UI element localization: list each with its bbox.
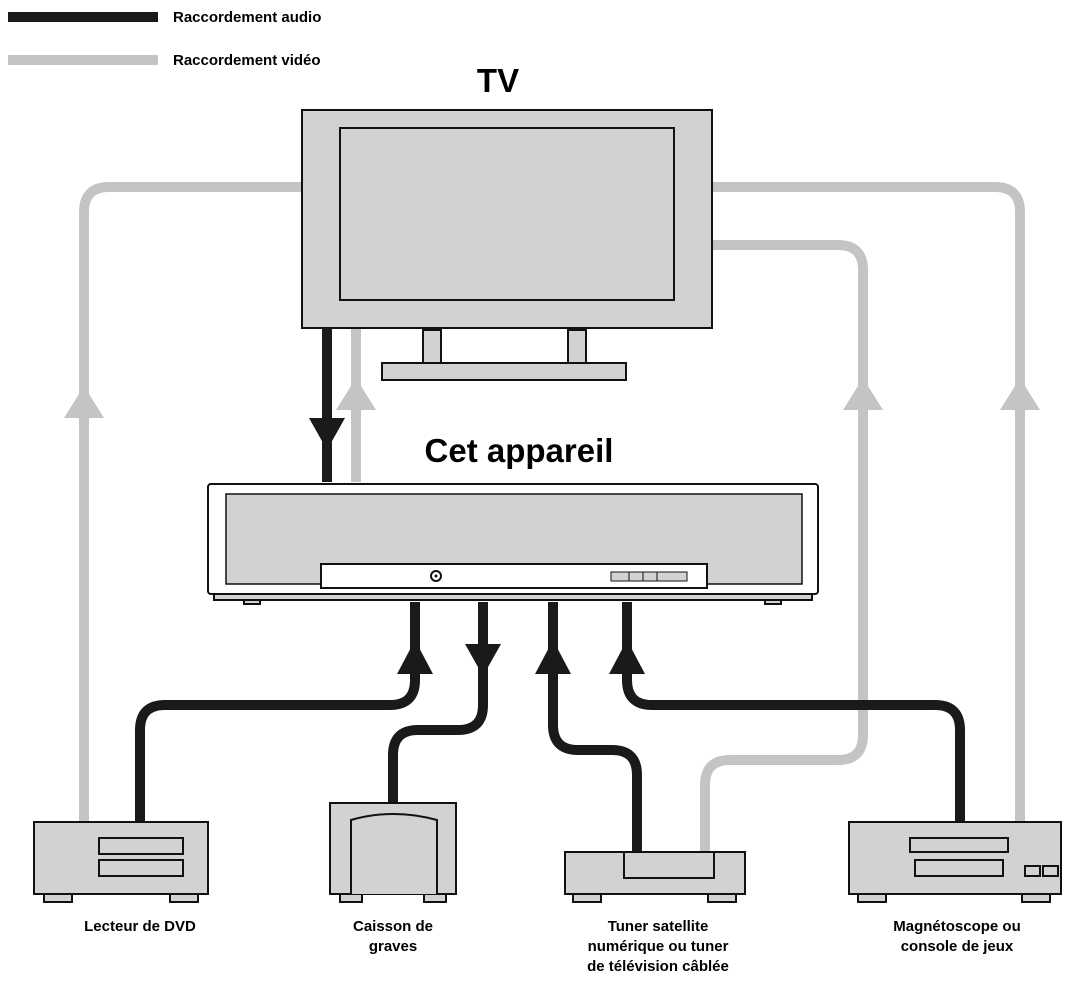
audio-cable-vcr [622, 602, 965, 822]
tuner-label-line3: de télévision câblée [587, 958, 729, 975]
tv-stand-base [381, 362, 627, 381]
receiver-button-4 [656, 571, 688, 582]
vcr-label-line1: Magnétoscope ou [893, 918, 1021, 935]
vcr-tape-slot [909, 837, 1009, 853]
tv: TV [301, 62, 713, 381]
audio-arrow-tuner [535, 640, 571, 674]
dvd-tray-bottom [98, 859, 184, 877]
audio-cables [135, 328, 965, 853]
vcr: Magnétoscope ou console de jeux [848, 821, 1062, 955]
tv-stand-right-leg [567, 329, 587, 366]
tuner-display [623, 851, 715, 879]
receiver-power-knob-center [434, 574, 438, 578]
video-legend-label: Raccordement vidéo [173, 52, 321, 69]
tuner: Tuner satellite numérique ou tuner de té… [564, 851, 746, 975]
subwoofer: Caisson de graves [329, 802, 457, 955]
vcr-label-line2: console de jeux [901, 938, 1014, 955]
video-arrow-tuner [843, 378, 883, 410]
dvd-label: Lecteur de DVD [84, 918, 196, 935]
video-arrows [64, 378, 1040, 418]
audio-cable-tuner [548, 602, 642, 853]
tuner-label-line2: numérique ou tuner [588, 938, 729, 955]
tuner-label-line1: Tuner satellite [608, 918, 709, 935]
audio-cable-dvd [135, 602, 420, 822]
receiver-button-1 [610, 571, 630, 582]
video-cable-dvd [79, 182, 303, 822]
audio-arrows [309, 418, 645, 676]
video-legend-swatch [8, 55, 158, 65]
dvd-player: Lecteur de DVD [33, 821, 209, 935]
dvd-body [33, 821, 209, 895]
audio-arrow-dvd [397, 640, 433, 674]
legend: Raccordement audio Raccordement vidéo [8, 9, 321, 69]
tv-stand-left-leg [422, 329, 442, 366]
tv-screen [339, 127, 675, 301]
video-arrow-receiver-tv [336, 378, 376, 410]
subwoofer-label-line1: Caisson de [353, 918, 433, 935]
subwoofer-driver [350, 813, 438, 894]
receiver-title: Cet appareil [425, 432, 614, 469]
audio-arrow-subwoofer [465, 644, 501, 676]
subwoofer-label-line2: graves [369, 938, 417, 955]
receiver: Cet appareil [207, 432, 819, 605]
video-cable-vcr [712, 182, 1025, 822]
dvd-tray-top [98, 837, 184, 855]
receiver-button-3 [642, 571, 658, 582]
vcr-button-right [1042, 865, 1059, 877]
receiver-button-2 [628, 571, 644, 582]
vcr-button-left [1024, 865, 1041, 877]
audio-legend-swatch [8, 12, 158, 22]
audio-arrow-tv-receiver [309, 418, 345, 450]
audio-legend-label: Raccordement audio [173, 9, 321, 26]
video-cable-tuner [700, 240, 868, 852]
video-arrow-vcr [1000, 378, 1040, 410]
video-arrow-dvd [64, 386, 104, 418]
vcr-display [914, 859, 1004, 877]
video-cables [79, 182, 1025, 852]
audio-arrow-vcr [609, 640, 645, 674]
vcr-body [848, 821, 1062, 895]
audio-cable-subwoofer [388, 602, 488, 803]
tv-title: TV [477, 62, 519, 99]
